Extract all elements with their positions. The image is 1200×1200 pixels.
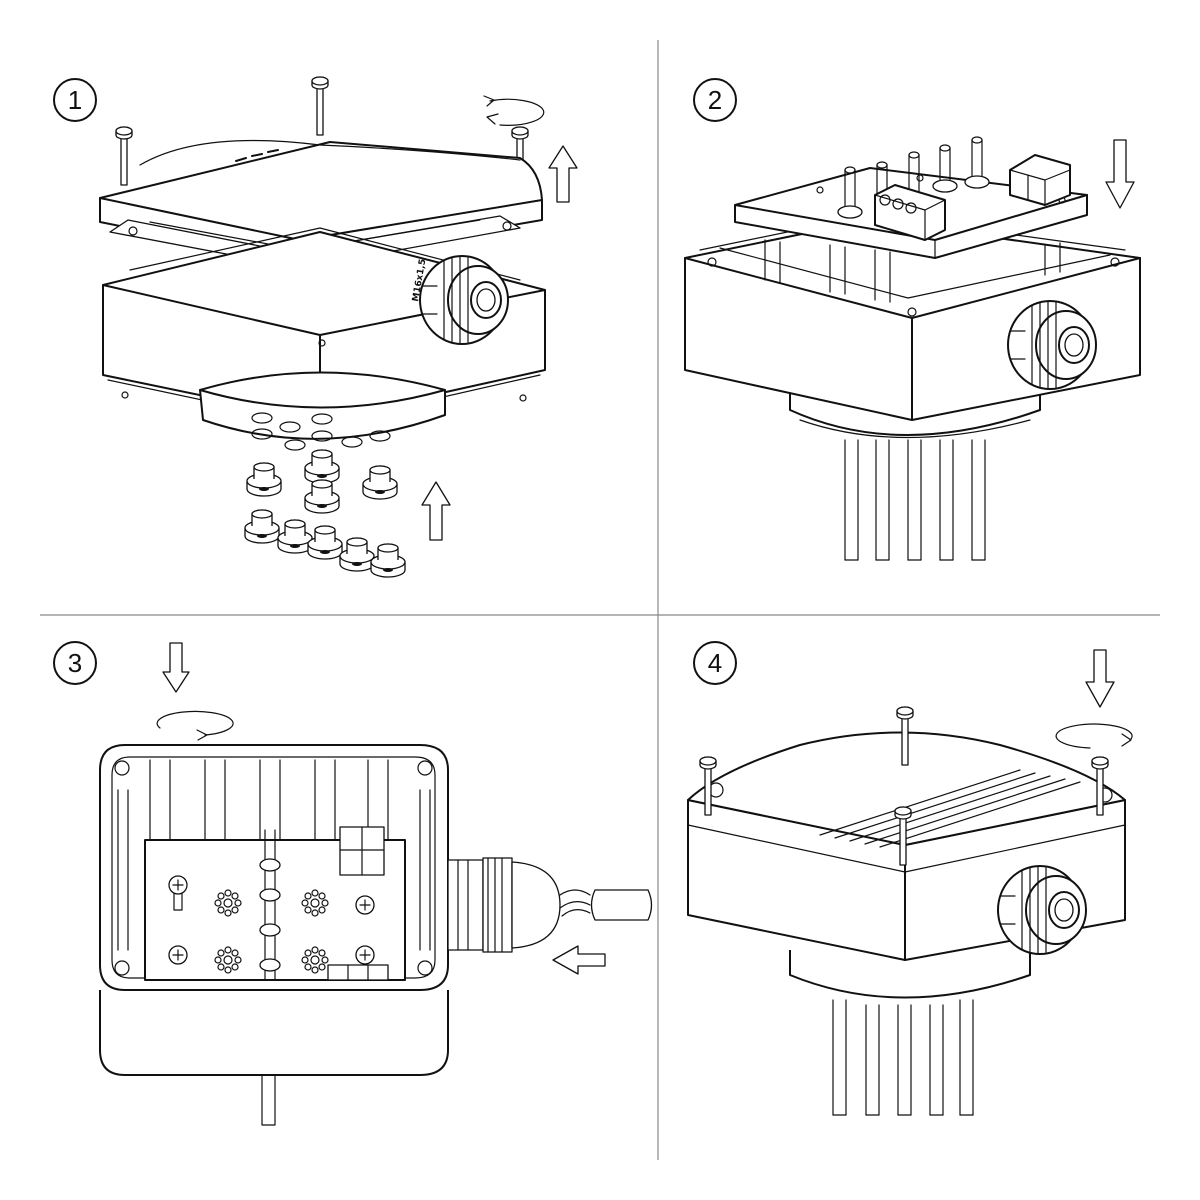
grommet-icon [370,543,406,578]
phillips-screw-icon [355,945,375,965]
grommet-icon [307,525,343,560]
terminal-block-icon [1009,154,1071,206]
wires-icon [844,439,986,561]
remove-up-arrow-icon [548,145,578,203]
phillips-screw-icon [168,945,188,965]
step-2-number: 2 [708,85,722,115]
insert-up-arrow-icon [421,481,451,541]
insert-down-arrow-icon [1105,139,1135,209]
step-1-badge: 1 [53,78,97,122]
grommet-icon [277,519,313,554]
panel-3-illustration [99,642,653,1126]
cable-icon [559,889,653,921]
insert-down-arrow-icon [162,642,190,693]
circuit-board-icon [144,826,406,981]
insert-down-arrow-icon [1085,649,1115,708]
step-2-badge: 2 [693,78,737,122]
grommet-icon [246,462,282,497]
bottom-cable-icon [261,1074,276,1126]
grommet-icon [304,479,340,514]
phillips-screw-icon [168,875,188,895]
grommet-icon [304,449,340,484]
step-4-badge: 4 [693,641,737,685]
grommet-icon [362,465,398,500]
step-3-number: 3 [68,648,82,678]
lid-screw-icon [115,126,133,186]
grommet-icon [339,537,375,572]
panel-2-illustration [684,136,1141,561]
lid-screw-icon [311,76,329,136]
panel-4-illustration [687,649,1133,1116]
grommet-icon [244,509,280,544]
step-1-number: 1 [68,85,82,115]
panel-1-illustration: M16x1,5 [99,76,578,578]
rotate-clockwise-icon [156,710,234,741]
insert-left-arrow-icon [552,945,606,975]
phillips-screw-icon [355,895,375,915]
wires-icon [832,999,974,1116]
rotate-counterclockwise-icon [483,95,545,126]
step-3-badge: 3 [53,641,97,685]
rotate-clockwise-icon [1055,723,1133,749]
terminal-block-icon [874,184,946,241]
cable-gland-icon [447,857,561,953]
enclosure-box-icon [687,731,1126,961]
step-4-number: 4 [708,648,722,678]
